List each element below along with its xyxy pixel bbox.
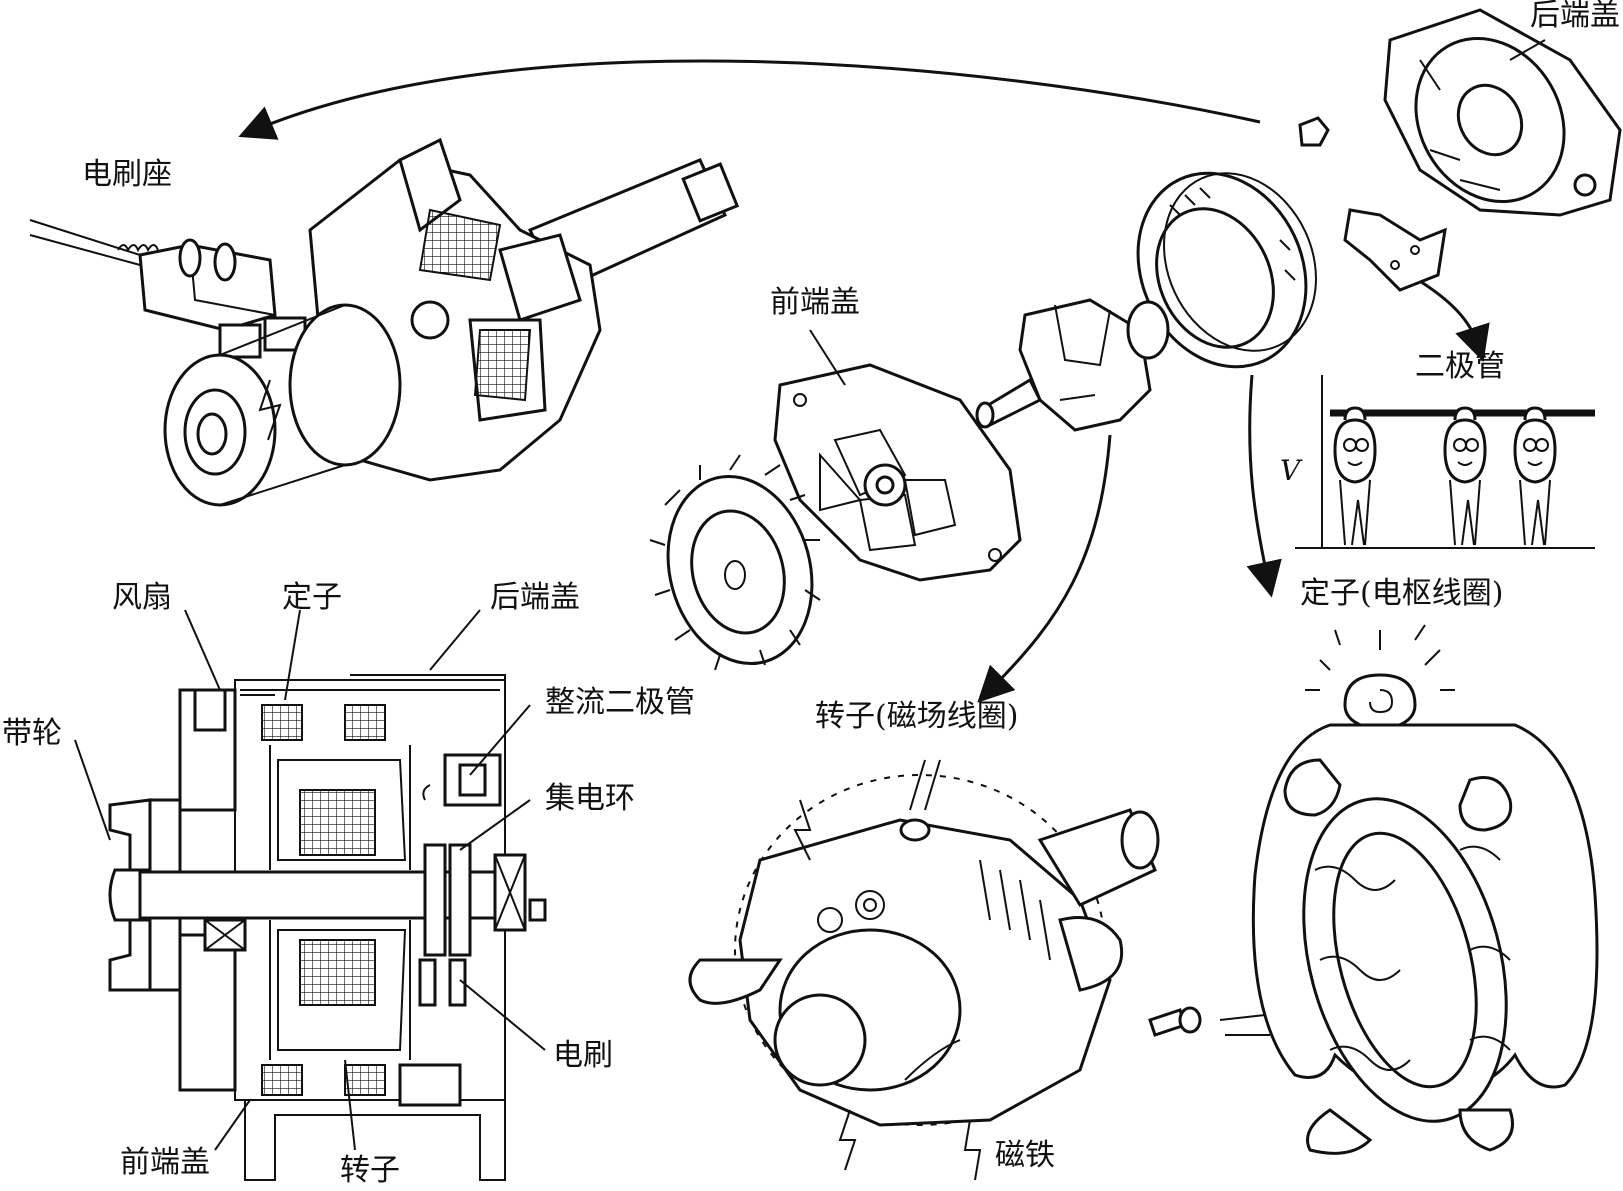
label-pulley: 带轮 xyxy=(2,716,62,751)
rear-cover-illustration xyxy=(1298,8,1622,292)
diode-figures xyxy=(1333,406,1557,546)
arrow-rotor-to-field xyxy=(977,434,1112,703)
cross-section-diagram xyxy=(74,609,547,1181)
label-brush: 电刷 xyxy=(553,1038,613,1073)
label-rotor: 转子 xyxy=(340,1153,400,1188)
label-rotor-field: 转子(磁场线圈) xyxy=(815,699,1018,734)
rotor-brush-illustration xyxy=(29,137,740,507)
arrow-stator-to-armature xyxy=(1246,374,1282,598)
stator-ring-illustration xyxy=(1136,171,1317,369)
label-magnet: 磁铁 xyxy=(995,1138,1055,1173)
fan-illustration xyxy=(649,454,821,671)
arrow-rectifier-to-diode xyxy=(1417,278,1490,363)
label-rectifier-diode: 整流二极管 xyxy=(545,685,695,720)
front-cover-illustration xyxy=(773,363,1022,582)
stator-character-illustration xyxy=(1251,624,1599,1155)
label-rear-cover-top: 后端盖 xyxy=(1530,0,1620,33)
label-fan: 风扇 xyxy=(112,580,172,615)
label-brush-holder: 电刷座 xyxy=(82,157,172,192)
label-rear-cover-section: 后端盖 xyxy=(490,580,580,615)
label-front-cover-mid: 前端盖 xyxy=(770,285,860,320)
label-voltage: V xyxy=(1280,454,1303,487)
label-front-cover-section: 前端盖 xyxy=(120,1145,210,1180)
flow-arrows xyxy=(238,59,1490,703)
small-rotor-illustration xyxy=(975,298,1170,432)
label-stator-armature: 定子(电枢线圈) xyxy=(1300,576,1503,611)
label-stator: 定子 xyxy=(282,580,342,615)
diode-voltage-graph xyxy=(1295,375,1595,549)
label-slip-ring: 集电环 xyxy=(545,781,635,816)
rotor-character-illustration xyxy=(688,759,1270,1181)
label-diode: 二极管 xyxy=(1415,349,1505,384)
arrow-rear-to-brush xyxy=(238,59,1261,140)
